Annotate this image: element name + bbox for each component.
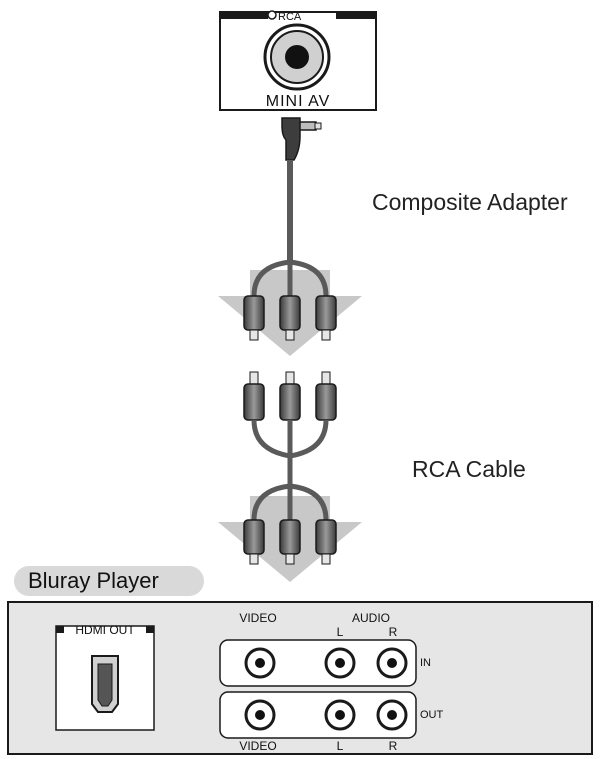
rca-cable <box>251 419 329 486</box>
rca-cable-label: RCA Cable <box>412 456 526 482</box>
out-label: OUT <box>420 709 444 721</box>
audio-l-in-label: L <box>337 625 344 639</box>
video-out-label: VIDEO <box>239 739 276 753</box>
video-in-label: VIDEO <box>239 611 276 625</box>
adapter-rca-plugs <box>243 295 337 341</box>
audio-r-in-label: R <box>389 625 398 639</box>
adapter-split <box>251 259 329 297</box>
rca-cable-bottom-plugs <box>243 519 337 565</box>
audio-l-out-label: L <box>337 739 344 753</box>
rca-output-jacks <box>244 699 408 731</box>
audio-r-out-label: R <box>389 739 398 753</box>
player-title-badge <box>14 566 204 596</box>
composite-adapter-label: Composite Adapter <box>372 189 568 215</box>
rca-marker-icon <box>267 10 277 20</box>
bluray-player-panel: HDMI OUT VIDEO AUDIO L R IN OUT <box>7 601 593 755</box>
rca-cable-split <box>251 483 329 521</box>
hdmi-port-icon <box>91 655 119 713</box>
jack-top-label: RCA <box>278 11 302 23</box>
player-title: Bluray Player <box>28 568 159 593</box>
audio-label: AUDIO <box>352 611 390 625</box>
mini-plug-icon <box>281 117 322 161</box>
in-label: IN <box>420 657 431 669</box>
hdmi-out-label: HDMI OUT <box>75 623 135 637</box>
jack-bottom-label: MINI AV <box>266 93 331 110</box>
rca-cable-top-plugs <box>243 371 337 421</box>
jack-socket-icon <box>285 45 309 69</box>
rca-input-jacks <box>244 647 408 679</box>
mini-av-jack: RCA MINI AV <box>219 10 377 111</box>
